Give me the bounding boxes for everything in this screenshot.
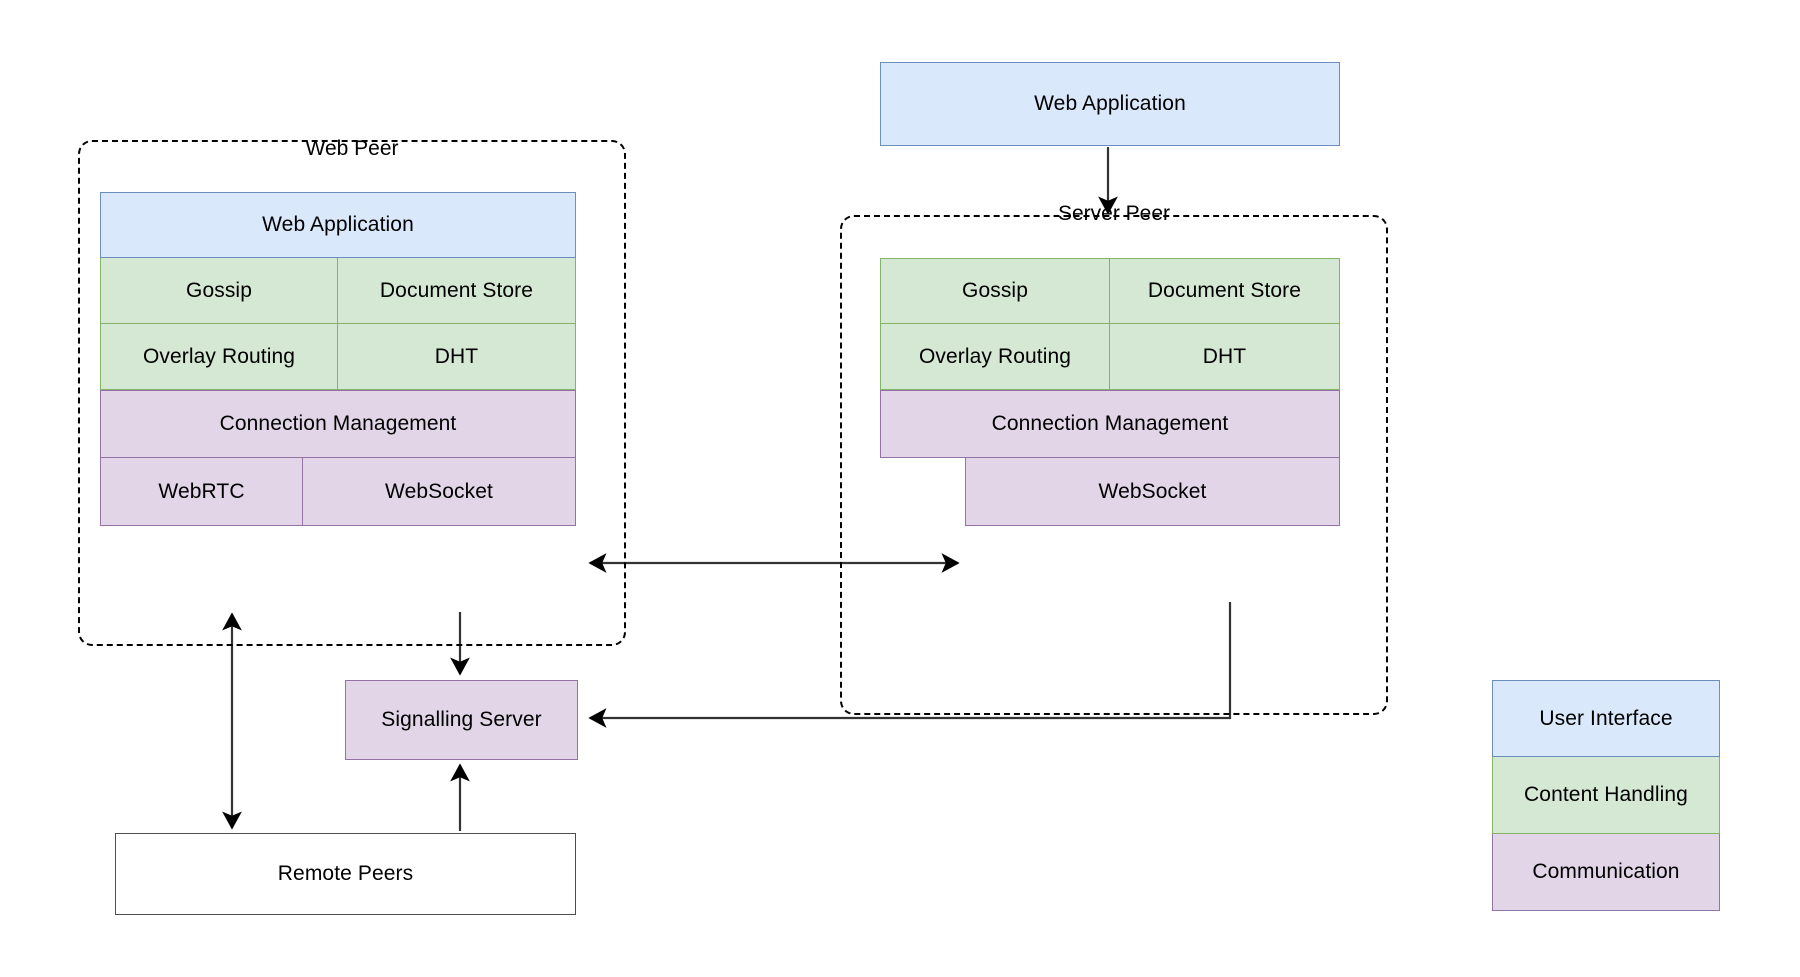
- server-peer-gossip-label: Gossip: [962, 279, 1028, 303]
- web-peer-connection-management-box[interactable]: Connection Management: [100, 390, 576, 458]
- server-peer-overlay-routing-box[interactable]: Overlay Routing: [880, 324, 1110, 390]
- web-peer-document-store-label: Document Store: [379, 278, 534, 302]
- server-peer-gossip-box[interactable]: Gossip: [880, 258, 1110, 324]
- server-peer-document-store-box[interactable]: Document Store: [1110, 258, 1340, 324]
- web-peer-websocket-box[interactable]: WebSocket: [303, 458, 576, 526]
- legend-item-communication[interactable]: Communication: [1492, 834, 1720, 911]
- web-peer-overlay-routing-label: Overlay Routing: [142, 344, 296, 368]
- server-peer-title: Server Peer: [1057, 202, 1171, 225]
- top-web-application-label: Web Application: [1034, 92, 1186, 116]
- legend-item-content-handling[interactable]: Content Handling: [1492, 757, 1720, 834]
- server-peer-connection-management-label: Connection Management: [991, 412, 1229, 436]
- web-peer-dht-label: DHT: [434, 344, 479, 368]
- server-peer-connection-management-box[interactable]: Connection Management: [880, 390, 1340, 458]
- web-peer-group[interactable]: [78, 140, 626, 646]
- signalling-server-label: Signalling Server: [381, 708, 542, 732]
- top-web-application-box[interactable]: Web Application: [880, 62, 1340, 146]
- server-peer-overlay-routing-label: Overlay Routing: [918, 344, 1072, 368]
- legend-item-user-interface-label: User Interface: [1539, 706, 1673, 730]
- web-peer-webrtc-box[interactable]: WebRTC: [100, 458, 303, 526]
- web-peer-overlay-routing-box[interactable]: Overlay Routing: [100, 324, 338, 390]
- server-peer-websocket-box[interactable]: WebSocket: [965, 458, 1340, 526]
- web-peer-gossip-box[interactable]: Gossip: [100, 258, 338, 324]
- web-peer-title: Web Peer: [305, 137, 399, 160]
- server-peer-dht-label: DHT: [1202, 344, 1247, 368]
- remote-peers-box[interactable]: Remote Peers: [115, 833, 576, 915]
- web-peer-connection-management-label: Connection Management: [219, 412, 457, 436]
- server-peer-group[interactable]: [840, 215, 1388, 715]
- web-peer-application-box[interactable]: Web Application: [100, 192, 576, 258]
- web-peer-gossip-label: Gossip: [186, 278, 252, 302]
- web-peer-dht-box[interactable]: DHT: [338, 324, 576, 390]
- legend-item-content-handling-label: Content Handling: [1524, 783, 1688, 807]
- web-peer-document-store-box[interactable]: Document Store: [338, 258, 576, 324]
- legend-item-user-interface[interactable]: User Interface: [1492, 680, 1720, 757]
- server-peer-document-store-label: Document Store: [1147, 279, 1302, 303]
- server-peer-websocket-label: WebSocket: [1098, 479, 1207, 503]
- server-peer-dht-box[interactable]: DHT: [1110, 324, 1340, 390]
- legend-item-communication-label: Communication: [1532, 860, 1680, 884]
- signalling-server-box[interactable]: Signalling Server: [345, 680, 578, 760]
- remote-peers-label: Remote Peers: [277, 862, 414, 886]
- web-peer-application-label: Web Application: [262, 213, 414, 237]
- web-peer-websocket-label: WebSocket: [385, 479, 493, 503]
- web-peer-webrtc-label: WebRTC: [158, 479, 245, 503]
